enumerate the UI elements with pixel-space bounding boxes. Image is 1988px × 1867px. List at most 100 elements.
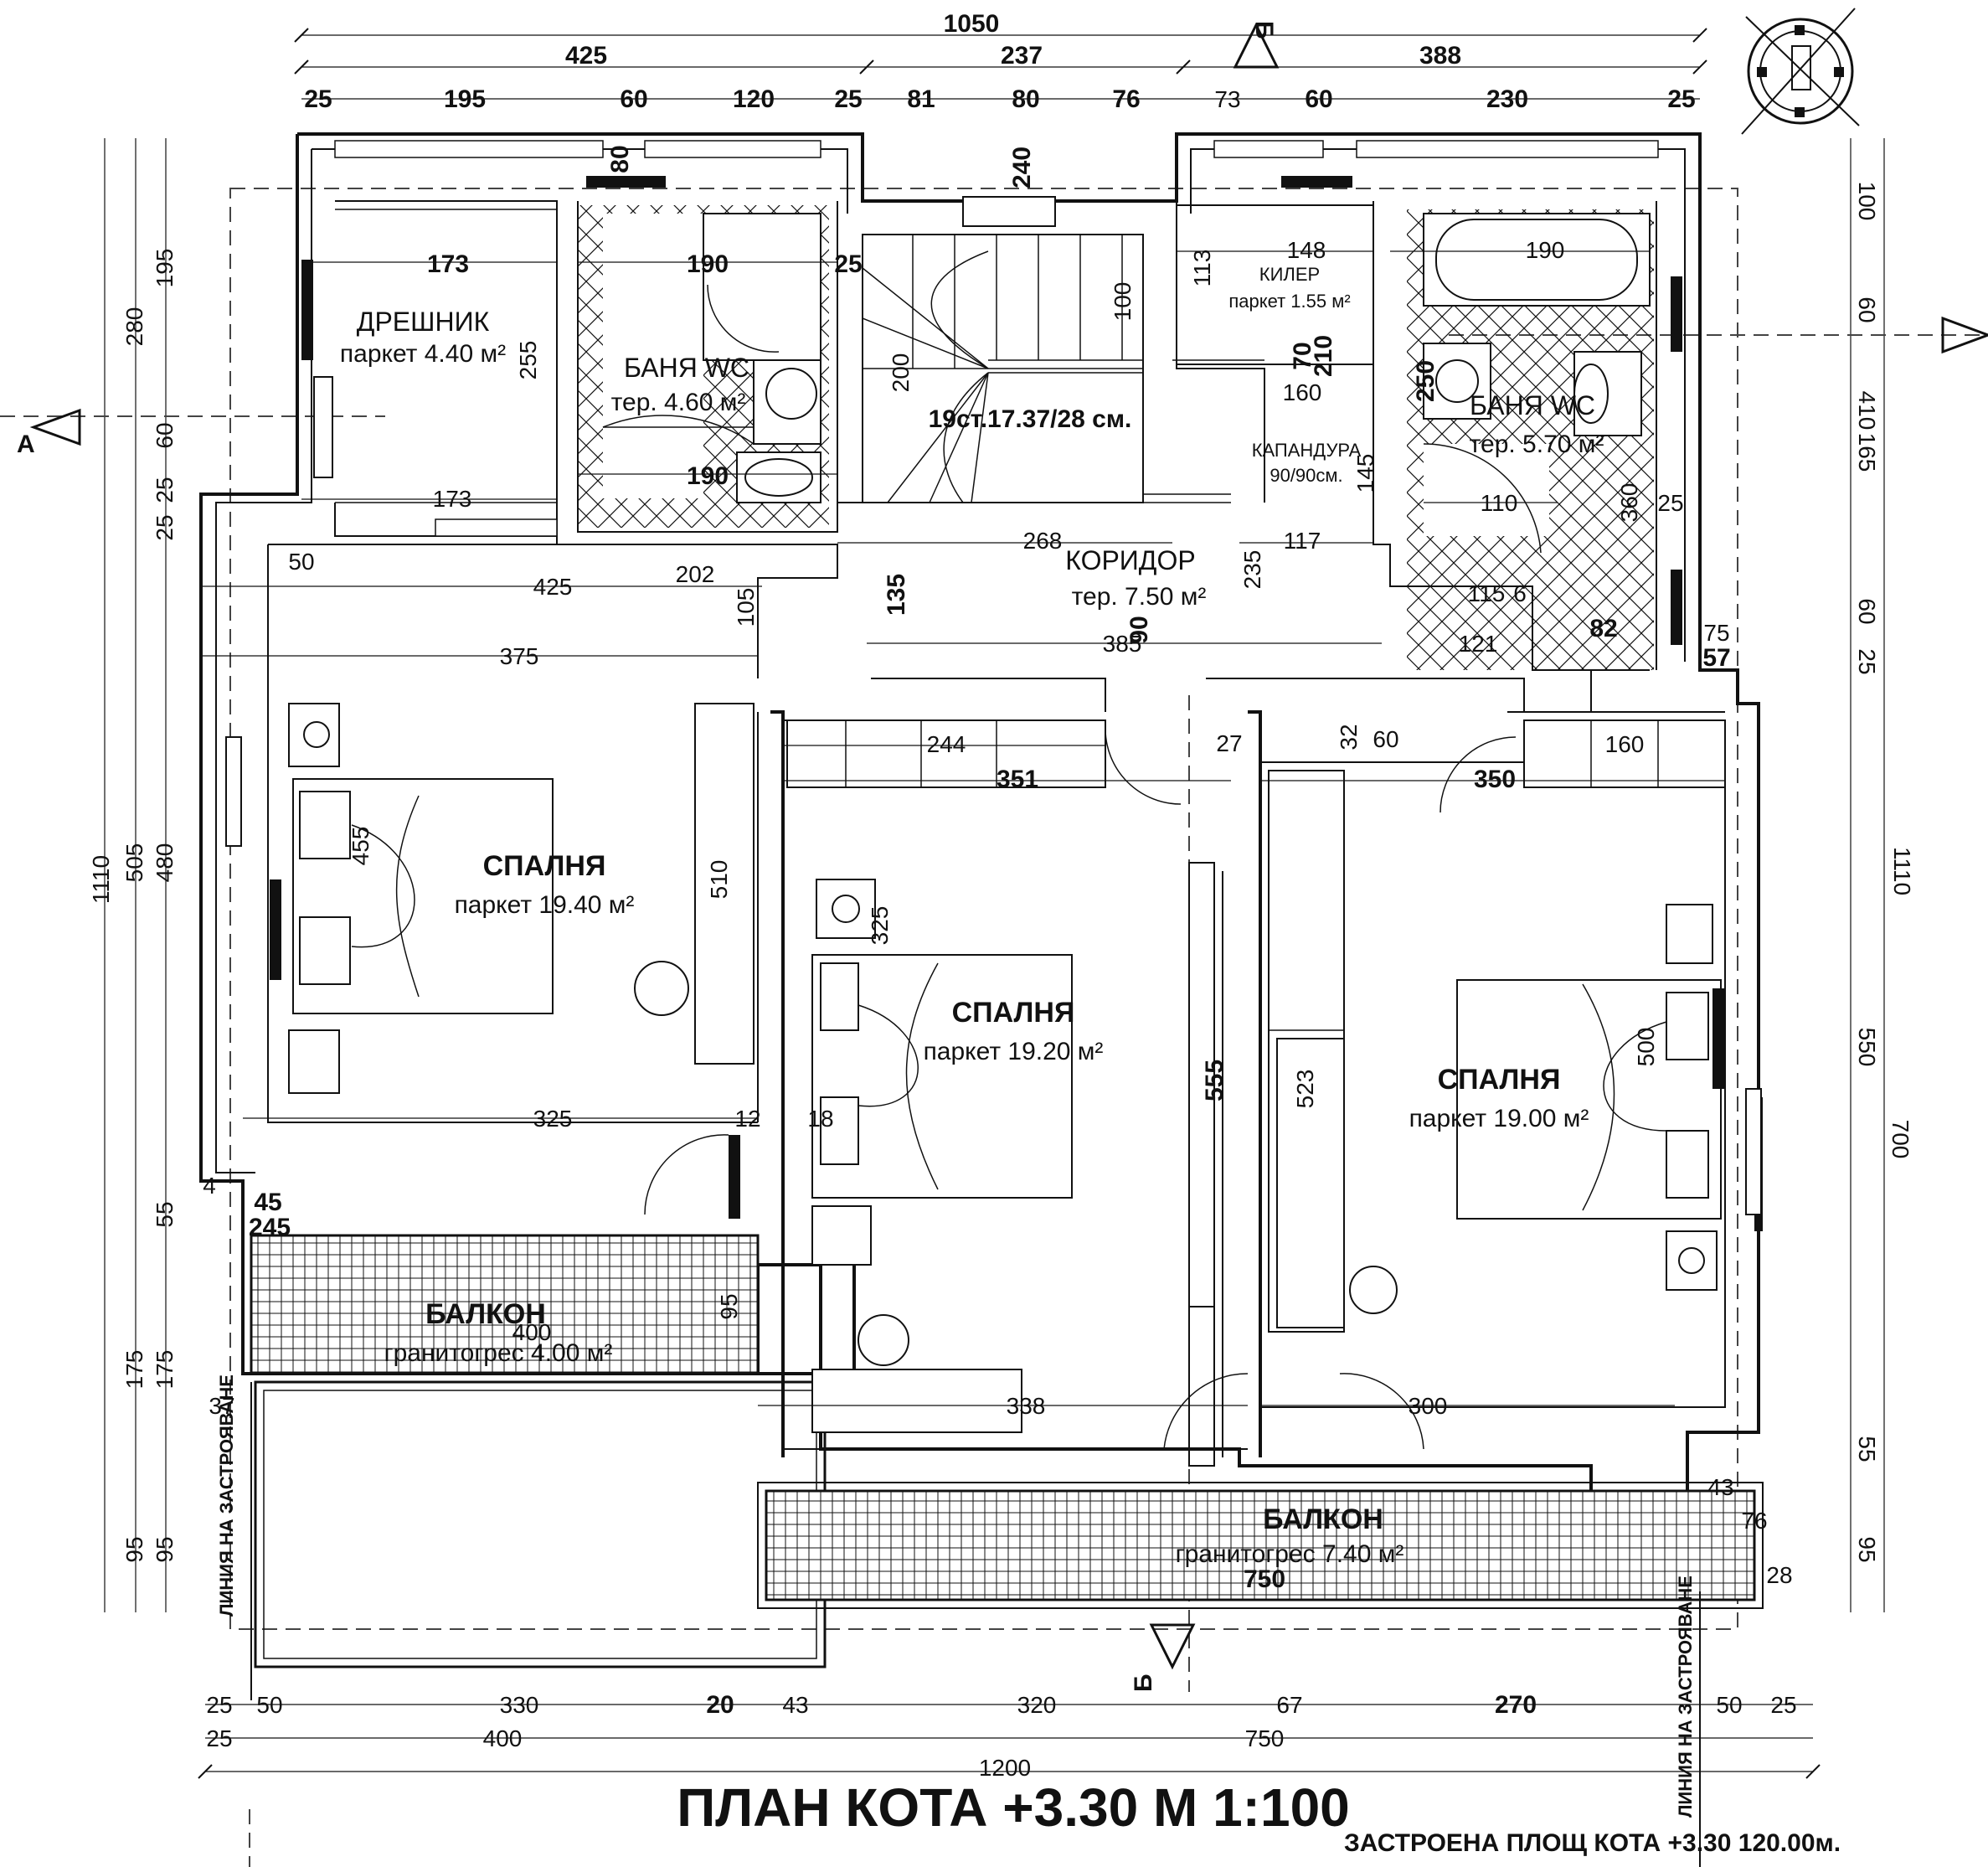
hood-name: КАПАНДУРА	[1252, 440, 1362, 461]
dim-b2-0: 25	[206, 1725, 232, 1751]
idim-26: 121	[1459, 631, 1498, 657]
idim-39: 523	[1292, 1070, 1318, 1109]
idim-25: 385	[1103, 631, 1142, 657]
build-line-left: ЛИНИЯ НА ЗАСТРОЯВАНЕ	[216, 1374, 237, 1617]
section-a-left-label: А	[17, 431, 35, 458]
idim-32: 351	[997, 766, 1038, 793]
closet-area: паркет 4.40 м²	[340, 340, 506, 368]
section-markers: А Б Б	[17, 21, 1988, 1692]
idim-52: 32	[1336, 724, 1362, 750]
dim-r2-3: 55	[1854, 1436, 1880, 1462]
idim-48: 12	[734, 1106, 760, 1132]
idim-5: 25	[834, 250, 862, 278]
dim-top-237: 237	[1001, 42, 1043, 70]
dim-r2-1: 550	[1854, 1028, 1880, 1067]
right-dimensions: 1110 410 550 700 55 95 100 60 165 60 25	[1850, 138, 1915, 1612]
dim-b1-9: 25	[1770, 1692, 1796, 1718]
idim-1: 255	[515, 341, 541, 380]
idim-31: 244	[927, 731, 966, 757]
idim-20: 202	[676, 561, 715, 587]
dim-b1-0: 25	[206, 1692, 232, 1718]
corridor-name: КОРИДОР	[1065, 545, 1195, 575]
idim-23: 105	[733, 588, 759, 627]
idim-34: 160	[1605, 731, 1645, 757]
idim-55: 37	[209, 1393, 234, 1419]
dim-b1-7: 270	[1495, 1691, 1537, 1719]
dim-l3-3: 25	[152, 514, 178, 540]
build-lines: ЛИНИЯ НА ЗАСТРОЯВАНЕ ЛИНИЯ НА ЗАСТРОЯВАН…	[216, 1374, 1701, 1867]
bath2-name: БАНЯ WC	[1470, 390, 1595, 420]
dim-r3-1: 60	[1854, 297, 1880, 322]
balcony1-area: гранитогрес 4.00 м²	[384, 1339, 613, 1367]
idim-58: 43	[1707, 1474, 1733, 1500]
idim-16: 25	[1657, 490, 1683, 516]
bed1-area: паркет 19.40 м²	[455, 891, 635, 919]
idim-64: 240	[1008, 147, 1036, 188]
dim-left-outer: 1110	[88, 855, 114, 904]
idim-21: 425	[533, 574, 573, 600]
dim-t3-1: 195	[444, 85, 486, 113]
closet-name: ДРЕШНИК	[357, 307, 490, 337]
dim-r3-2: 165	[1854, 433, 1880, 472]
bed3-area: паркет 19.00 м²	[1409, 1105, 1589, 1132]
idim-8: 148	[1287, 237, 1326, 263]
section-b-top-label: Б	[1250, 21, 1278, 39]
bed2-area: паркет 19.20 м²	[924, 1038, 1104, 1065]
idim-60: 80	[606, 145, 634, 173]
dim-bottom-total: 1200	[979, 1755, 1031, 1781]
dim-l3-0: 195	[152, 249, 178, 288]
build-line-right: ЛИНИЯ НА ЗАСТРОЯВАНЕ	[1675, 1576, 1696, 1818]
idim-45: 400	[512, 1319, 552, 1345]
idim-9: 113	[1189, 250, 1215, 287]
idim-15: 360	[1616, 483, 1642, 523]
dim-t3-5: 81	[907, 85, 935, 113]
dim-r2-4: 95	[1854, 1536, 1880, 1562]
dim-b1-6: 67	[1276, 1692, 1302, 1718]
idim-30: 75	[1703, 620, 1729, 646]
top-dimensions: 1050 425 237 388 25 195 60 120 25 81 80 …	[294, 10, 1707, 113]
idim-33: 350	[1474, 766, 1516, 793]
idim-35: 455	[348, 827, 373, 866]
dim-t3-7: 76	[1112, 85, 1140, 113]
cellar-name: КИЛЕР	[1259, 264, 1320, 285]
idim-47: 50	[288, 549, 314, 575]
idim-0: 173	[427, 250, 469, 278]
dim-b1-5: 320	[1017, 1692, 1057, 1718]
dim-b2-1: 400	[483, 1725, 523, 1751]
idim-37: 325	[867, 906, 893, 946]
idim-49: 18	[807, 1106, 833, 1132]
interior-dimensions: 173 255 173 190 190 25 200 100 148 113 1…	[201, 145, 1793, 1593]
balcony2-name: БАЛКОН	[1263, 1503, 1383, 1535]
hood-size: 90/90см.	[1270, 465, 1342, 486]
idim-24: 375	[500, 643, 539, 669]
dim-t3-9: 60	[1305, 85, 1332, 113]
cellar	[1176, 204, 1374, 365]
bedroom-2-furniture	[786, 719, 1249, 1450]
idim-10: 190	[1526, 237, 1565, 263]
bath2-area: тер. 5.70 м²	[1470, 431, 1604, 458]
dim-top-388: 388	[1419, 42, 1461, 70]
dim-r3-4: 25	[1854, 648, 1880, 674]
idim-12: 160	[1283, 379, 1322, 405]
dim-t3-3: 120	[733, 85, 775, 113]
dim-t3-2: 60	[620, 85, 647, 113]
idim-42: 338	[1007, 1393, 1046, 1419]
dim-b1-2: 330	[500, 1692, 539, 1718]
idim-18: 117	[1284, 528, 1321, 554]
dim-l2-2: 175	[121, 1350, 147, 1390]
cellar-area: паркет 1.55 м²	[1228, 291, 1350, 312]
dim-t3-6: 80	[1012, 85, 1039, 113]
closet	[313, 209, 558, 537]
dim-right-outer: 1110	[1889, 847, 1915, 895]
dim-top-425: 425	[565, 42, 607, 70]
dim-r3-0: 100	[1854, 182, 1880, 221]
bath1-name: БАНЯ WC	[624, 353, 749, 383]
idim-46: 95	[716, 1293, 742, 1319]
idim-19: 235	[1239, 550, 1265, 590]
idim-36: 510	[706, 860, 732, 900]
dim-l3-5: 55	[152, 1201, 178, 1227]
idim-65: 6	[1513, 580, 1527, 606]
dim-l3-7: 95	[152, 1536, 178, 1562]
dim-l3-6: 175	[152, 1350, 178, 1390]
